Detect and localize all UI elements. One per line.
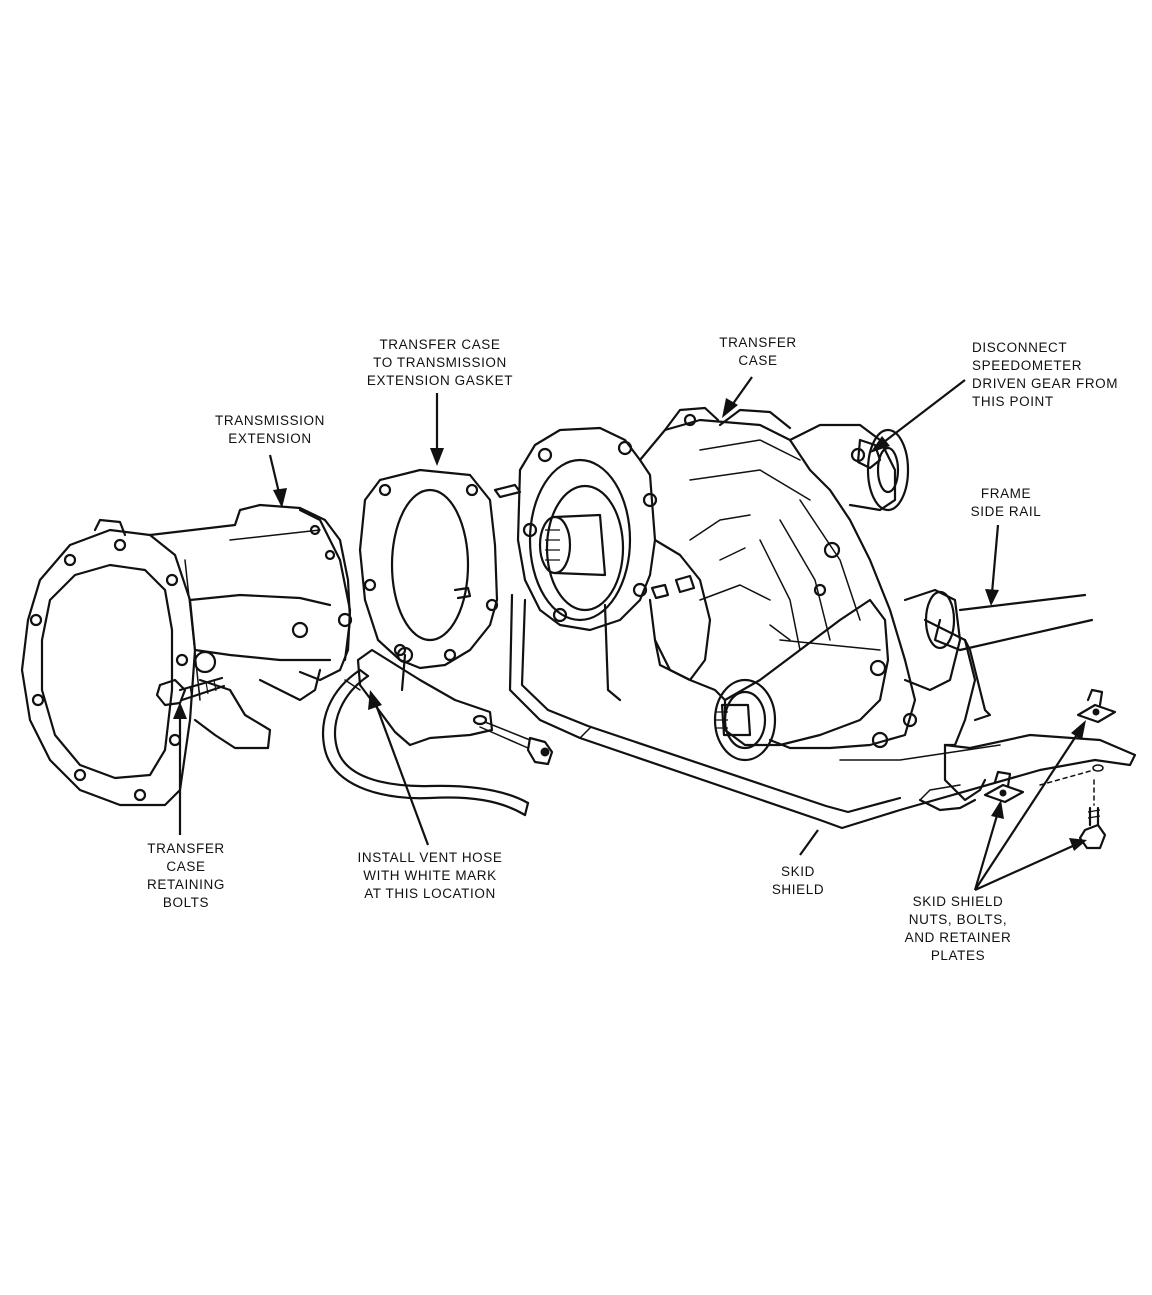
label-skid-shield-line-2: SHIELD — [772, 882, 824, 897]
label-retaining-bolts-line-4: BOLTS — [163, 895, 209, 910]
label-vent-hose-line-3: AT THIS LOCATION — [364, 886, 496, 901]
label-skid-hardware-line-2: NUTS, BOLTS, — [909, 912, 1007, 927]
label-transmission-extension-line-2: EXTENSION — [228, 431, 311, 446]
transfer-case-drawing — [493, 406, 962, 762]
label-retaining-bolts-line-2: CASE — [166, 859, 205, 874]
label-frame-side-rail-line-2: SIDE RAIL — [971, 504, 1042, 519]
label-skid-hardware-line-4: PLATES — [931, 948, 985, 963]
label-skid-shield: SKID SHIELD — [772, 864, 824, 897]
bracket-bolt — [396, 646, 414, 692]
skid-shield-drawing — [508, 593, 1137, 830]
label-speedometer-line-4: THIS POINT — [972, 394, 1054, 409]
label-vent-hose: INSTALL VENT HOSE WITH WHITE MARK AT THI… — [358, 850, 503, 901]
skid-hardware-drawing — [983, 688, 1117, 850]
bracket-bolt-lower — [479, 721, 554, 766]
label-transfer-case-line-1: TRANSFER — [719, 335, 797, 350]
label-transfer-case: TRANSFER CASE — [719, 335, 797, 368]
label-retaining-bolts-line-3: RETAINING — [147, 877, 225, 892]
label-retaining-bolts-line-1: TRANSFER — [147, 841, 225, 856]
label-gasket: TRANSFER CASE TO TRANSMISSION EXTENSION … — [367, 337, 513, 388]
label-transfer-case-line-2: CASE — [738, 353, 777, 368]
label-skid-shield-line-1: SKID — [781, 864, 815, 879]
label-speedometer: DISCONNECT SPEEDOMETER DRIVEN GEAR FROM … — [972, 340, 1118, 409]
label-skid-hardware: SKID SHIELD NUTS, BOLTS, AND RETAINER PL… — [905, 894, 1012, 963]
label-gasket-line-1: TRANSFER CASE — [379, 337, 500, 352]
label-skid-hardware-line-1: SKID SHIELD — [913, 894, 1004, 909]
gasket-drawing — [358, 468, 499, 670]
label-speedometer-line-2: SPEEDOMETER — [972, 358, 1082, 373]
vent-bracket — [344, 648, 494, 747]
vent-hose-drawing — [321, 668, 530, 817]
label-vent-hose-line-2: WITH WHITE MARK — [363, 868, 497, 883]
label-transmission-extension: TRANSMISSION EXTENSION — [215, 413, 325, 446]
label-speedometer-line-3: DRIVEN GEAR FROM — [972, 376, 1118, 391]
label-frame-side-rail-line-1: FRAME — [981, 486, 1031, 501]
label-frame-side-rail: FRAME SIDE RAIL — [971, 486, 1042, 519]
label-gasket-line-2: TO TRANSMISSION — [373, 355, 507, 370]
label-vent-hose-line-1: INSTALL VENT HOSE — [358, 850, 503, 865]
label-transmission-extension-line-1: TRANSMISSION — [215, 413, 325, 428]
frame-side-rail-drawing — [933, 593, 1094, 652]
label-skid-hardware-line-3: AND RETAINER — [905, 930, 1012, 945]
transmission-extension-drawing — [20, 503, 353, 807]
leader-lines — [173, 376, 1087, 892]
label-retaining-bolts: TRANSFER CASE RETAINING BOLTS — [147, 841, 225, 910]
label-speedometer-line-1: DISCONNECT — [972, 340, 1067, 355]
label-gasket-line-3: EXTENSION GASKET — [367, 373, 513, 388]
